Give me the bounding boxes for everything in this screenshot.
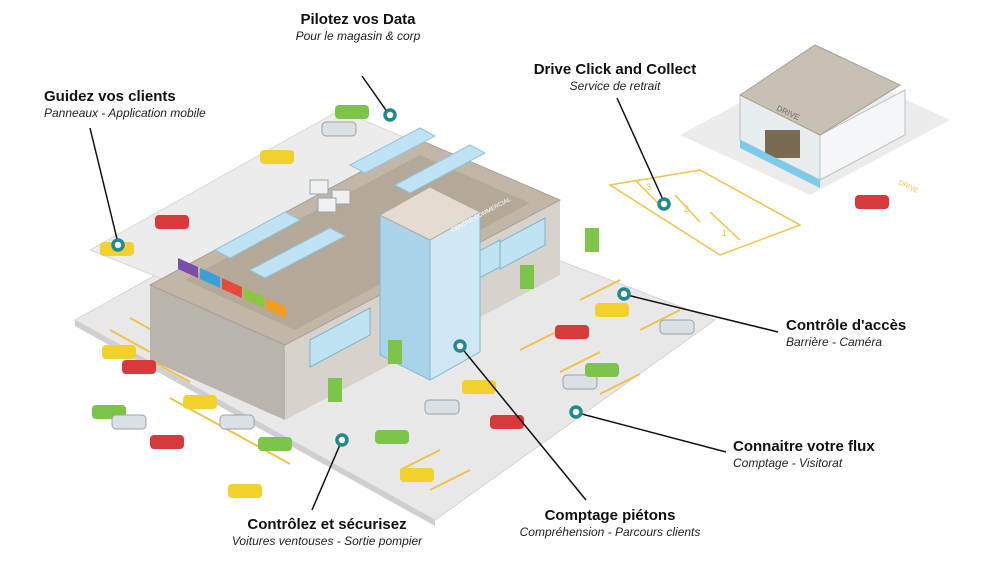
callout-pilotez: Pilotez vos Data Pour le magasin & corp [258, 11, 458, 44]
marker-acces [617, 287, 631, 301]
car [155, 215, 189, 229]
car [102, 345, 136, 359]
leader-lines [89, 75, 779, 511]
drive-warehouse [680, 44, 950, 195]
car [659, 319, 695, 335]
leader-line-pilotez [361, 75, 389, 114]
callout-subtitle: Service de retrait [569, 79, 661, 93]
cars [92, 105, 889, 498]
leader-line-drive [616, 97, 665, 203]
mall-left-facade [150, 285, 285, 420]
callout-title: Pilotez vos Data [300, 11, 416, 28]
drive-lane-markings [607, 169, 802, 256]
drive-bay-1: 1 [722, 228, 727, 238]
leader-line-pietons [459, 345, 587, 501]
marker-flux [569, 405, 583, 419]
car [111, 414, 147, 430]
drive-side-wall [819, 89, 906, 181]
mall-tower-side [429, 211, 481, 381]
callout-subtitle: Barrière - Caméra [786, 335, 883, 349]
mall-tower-top [378, 186, 482, 241]
car [462, 380, 496, 394]
callout-subtitle: Comptage - Visitorat [733, 456, 843, 470]
callout-title: Contrôle d'accès [786, 317, 907, 334]
parking-lines [109, 279, 681, 491]
facade-color-band [178, 258, 286, 318]
tree [520, 265, 534, 289]
car [335, 105, 369, 119]
skylight [348, 127, 437, 174]
car [855, 195, 889, 209]
callout-pietons: Comptage piétons Compréhension - Parcour… [500, 507, 720, 540]
callout-drive: Drive Click and Collect Service de retra… [505, 61, 725, 94]
marker-pietons [453, 339, 467, 353]
callout-guidez: Guidez vos clients Panneaux - Applicatio… [44, 88, 206, 121]
tree [328, 378, 342, 402]
sensor-markers [111, 108, 671, 447]
callout-title: Contrôlez et sécurisez [247, 516, 407, 533]
drive-roof [739, 44, 902, 136]
callout-title: Comptage piétons [544, 507, 676, 524]
car [400, 468, 434, 482]
callout-title: Drive Click and Collect [533, 61, 697, 78]
skylight [213, 211, 302, 259]
skylight [248, 227, 347, 279]
leader-line-controlez [311, 439, 343, 511]
callout-subtitle: Compréhension - Parcours clients [519, 525, 701, 539]
leader-line-flux [577, 412, 727, 453]
tree [388, 340, 402, 364]
car [321, 121, 357, 137]
callout-flux: Connaitre votre flux Comptage - Visitora… [733, 438, 875, 471]
car [228, 484, 262, 498]
car [183, 395, 217, 409]
parking-lot-front-edge [75, 320, 435, 526]
mall-tower-front [379, 214, 431, 381]
car [122, 360, 156, 374]
callout-subtitle: Pour le magasin & corp [295, 29, 421, 43]
marker-guidez [111, 238, 125, 252]
car [595, 303, 629, 317]
car [562, 374, 598, 390]
car [260, 150, 294, 164]
mall-window [499, 217, 546, 270]
car [258, 437, 292, 451]
marker-controlez [335, 433, 349, 447]
drive-lane-label: DRIVE [897, 179, 920, 195]
leader-line-guidez [89, 127, 119, 244]
car [150, 435, 184, 449]
drive-bay-3: 3 [646, 182, 651, 192]
drive-stripe [740, 140, 820, 188]
car [585, 363, 619, 377]
drive-door [765, 130, 800, 158]
roof-hvac-unit [317, 197, 337, 213]
car [219, 414, 255, 430]
mall-window [309, 307, 371, 368]
tree [585, 228, 599, 252]
callout-title: Connaitre votre flux [733, 438, 875, 455]
car [424, 399, 460, 415]
callout-title: Guidez vos clients [44, 88, 176, 105]
callout-controlez: Contrôlez et sécurisez Voitures ventouse… [212, 516, 442, 549]
car [375, 430, 409, 444]
trees [328, 228, 599, 402]
mall-building [148, 127, 562, 420]
callout-subtitle: Panneaux - Application mobile [44, 106, 206, 120]
car [490, 415, 524, 429]
callout-subtitle: Voitures ventouses - Sortie pompier [231, 534, 423, 548]
marker-drive [657, 197, 671, 211]
car [555, 325, 589, 339]
marker-pilotez [383, 108, 397, 122]
callout-acces: Contrôle d'accès Barrière - Caméra [786, 317, 906, 350]
drive-bay-2: 2 [684, 204, 689, 214]
leader-line-acces [626, 294, 779, 333]
roof-hvac-unit [309, 179, 329, 195]
skylight [393, 144, 487, 194]
